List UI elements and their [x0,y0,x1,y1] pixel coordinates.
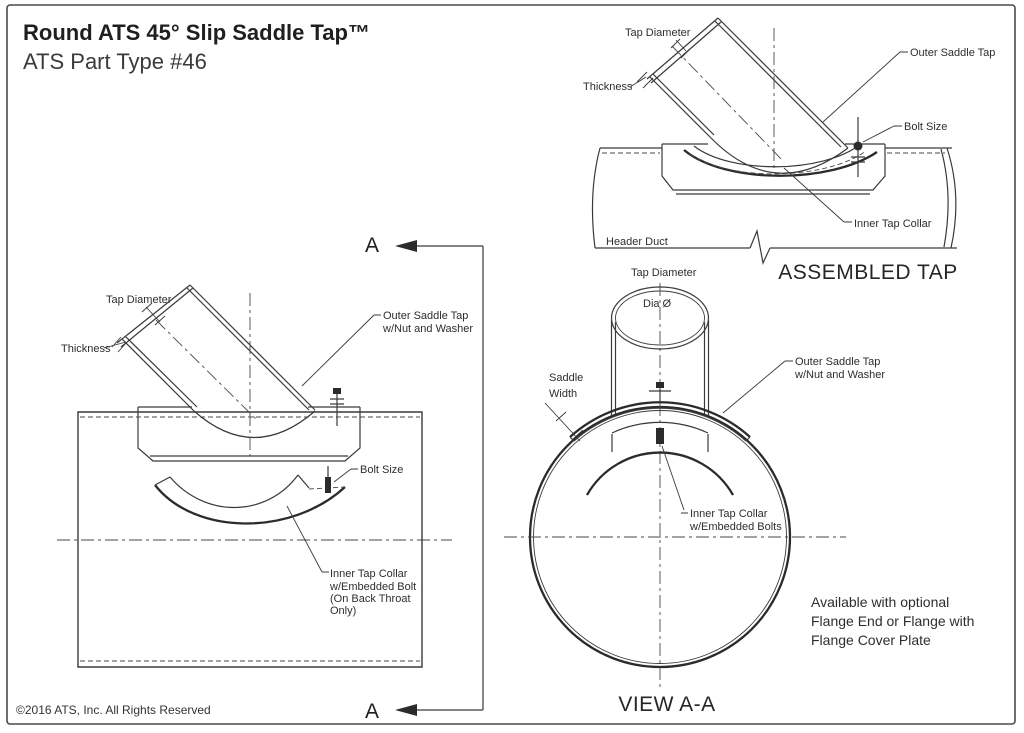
option-note-line1: Available with optional [811,594,949,610]
option-note-line2: Flange End or Flange with [811,613,974,629]
inner-tap-collar-label-line3: (On Back Throat [330,593,411,605]
page-title: Round ATS 45° Slip Saddle Tap™ [23,20,370,45]
section-view: Tap Diameter Dia Ø Saddle Width Outer Sa… [504,267,974,716]
outer-saddle-tap-label-line2: w/Nut and Washer [794,369,885,381]
bolt-washer-lines [649,389,671,402]
title-block: Round ATS 45° Slip Saddle Tap™ ATS Part … [23,20,370,74]
inner-collar-outer-arc [683,149,878,177]
bolt-nut [853,141,863,151]
outer-saddle-tap-label-line1: Outer Saddle Tap [795,356,880,368]
embedded-bolt [656,428,664,444]
assembled-view: Tap Diameter Thickness Outer Saddle Tap … [583,17,995,284]
tap-opening-inner [615,290,705,346]
tap-diameter-label: Tap Diameter [106,294,172,306]
side-detail-view: Tap Diameter Thickness Outer Saddle Tap … [57,234,484,723]
inner-collar-upper-arc [693,143,862,168]
outer-saddle-tap-label-line1: Outer Saddle Tap [383,310,468,322]
section-letter-top: A [365,234,379,257]
inner-tap-collar-label-line1: Inner Tap Collar [330,568,408,580]
option-note-line3: Flange Cover Plate [811,632,931,648]
embedded-bolt [325,477,331,493]
inner-collar-outer-arc [154,484,346,525]
bolt-stems [327,391,344,477]
dia-label: Dia Ø [643,298,672,310]
saddle-width-label-line1: Saddle [549,372,583,384]
outer-saddle-tap-label: Outer Saddle Tap [910,47,995,59]
section-marker: A A [365,234,484,723]
outer-saddle-outline [137,406,361,462]
inner-tap-collar-label-line2: w/Embedded Bolts [689,521,782,533]
inner-tap-collar-label-line1: Inner Tap Collar [690,508,768,520]
centerlines [57,293,452,541]
bolt-size-label: Bolt Size [904,121,947,133]
saddle-band-inner-arc [569,407,751,442]
bolt-cap [656,382,664,388]
inner-tap-collar-label-line4: Only) [330,605,356,617]
leader-lines [544,360,793,514]
saddle-band-outer-arc [569,401,751,438]
bolt-cap [333,388,341,394]
tap-cylinder-walls [610,320,710,416]
header-duct-outline [591,147,957,265]
outer-saddle-outline [661,143,886,195]
inner-collar-lower-arc [586,451,734,496]
bolt-size-label: Bolt Size [360,464,403,476]
tap-opening-outer [610,286,710,350]
saddle-width-label-line2: Width [549,388,577,400]
thickness-label: Thickness [583,81,633,93]
outer-saddle-tap-label-line2: w/Nut and Washer [382,323,473,335]
section-arrow-bottom-icon [395,704,417,716]
section-letter-bottom: A [365,700,379,723]
thickness-label: Thickness [61,343,111,355]
duct-hidden-lines [80,416,420,662]
inner-collar-upper-arc [154,474,310,508]
centerlines [671,28,785,170]
page-subtitle: ATS Part Type #46 [23,49,207,74]
view-aa-caption: VIEW A-A [618,693,715,716]
leader-lines [629,38,908,223]
leader-lines [103,302,381,573]
assembled-tap-caption: ASSEMBLED TAP [778,261,958,284]
tap-pipe-outline [116,284,316,438]
page-border [6,4,1016,725]
inner-tap-collar-label: Inner Tap Collar [854,218,932,230]
section-line [417,245,484,711]
copyright-notice: ©2016 ATS, Inc. All Rights Reserved [16,703,211,717]
inner-tap-collar-label-line2: w/Embedded Bolt [329,581,416,593]
inner-collar-upper-arc [611,421,709,452]
section-arrow-top-icon [395,240,417,252]
inner-collar-hidden-arc [689,150,867,175]
duct-outline [77,411,423,668]
tap-diameter-label: Tap Diameter [625,27,691,39]
header-duct-label: Header Duct [606,236,668,248]
tap-diameter-label: Tap Diameter [631,267,697,279]
centerlines [504,283,846,690]
